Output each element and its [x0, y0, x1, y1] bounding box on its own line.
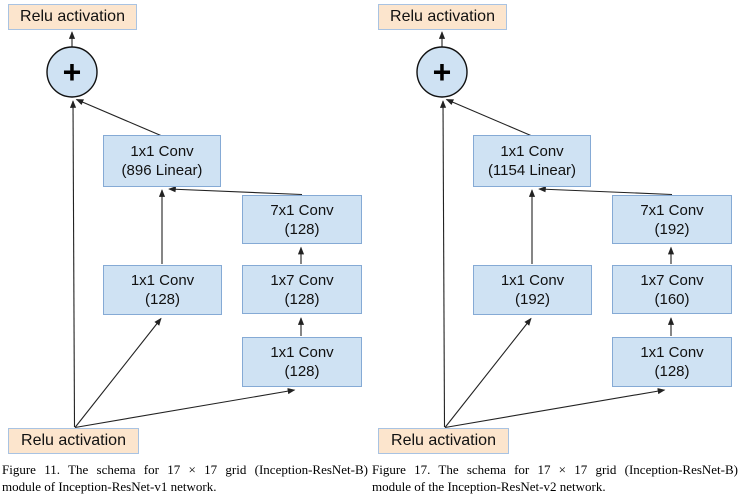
arrow-7x1-to-linear [168, 186, 303, 196]
relu-activation-input-label: Relu activation [21, 432, 126, 449]
conv-1x7-filters: (160) [654, 290, 690, 308]
conv-1x1-bottom-box: 1x1 Conv (128) [242, 337, 362, 387]
arrow-relu-to-conv-right [444, 388, 666, 429]
conv-1x7-box: 1x7 Conv (128) [242, 265, 362, 314]
conv-1x1-left-branch-box: 1x1 Conv (192) [473, 265, 592, 315]
arrow-residual-shortcut [69, 100, 77, 428]
conv-7x1-label: 7x1 Conv [270, 201, 334, 219]
conv-1x1-bottom-filters: (128) [284, 363, 320, 380]
conv-1x1-linear-label: 1x1 Conv [130, 143, 194, 160]
conv-1x7-box: 1x7 Conv (160) [612, 265, 732, 314]
arrow-relu-to-conv-right [74, 388, 296, 429]
arrow-linear-to-sum [445, 98, 533, 137]
diagram-inception-resnet-v2: Relu activation + 1x1 Conv (1154 Linear)… [370, 0, 740, 496]
arrow-relu-to-conv-left [444, 317, 532, 428]
conv-1x7-filters: (128) [284, 290, 320, 308]
figure-caption-line1: Figure 11. The schema for 17 × 17 grid (… [2, 462, 368, 477]
conv-1x1-linear-box: 1x1 Conv (1154 Linear) [473, 135, 591, 187]
sum-plus-symbol: + [62, 54, 82, 90]
conv-1x7-label: 1x7 Conv [640, 271, 704, 289]
arrow-relu-to-conv-left [74, 317, 162, 428]
conv-7x1-filters: (128) [284, 220, 320, 238]
figure-caption-line2: module of the Inception-ResNet-v2 networ… [372, 479, 606, 494]
conv-7x1-filters: (192) [654, 220, 690, 238]
relu-activation-output-label: Relu activation [20, 8, 125, 25]
figure-caption-line2: module of Inception-ResNet-v1 network. [2, 479, 217, 494]
arrow-linear-to-sum [75, 98, 163, 137]
diagram-inception-resnet-v1: Relu activation + 1x1 Conv (896 Linear) … [2, 4, 368, 495]
figure-caption: Figure 17. The schema for 17 × 17 grid (… [372, 461, 738, 495]
relu-activation-input-box: Relu activation [8, 428, 139, 454]
arrow-layer [416, 31, 675, 429]
conv-1x1-linear-label: 1x1 Conv [500, 143, 564, 160]
conv-1x1-bottom-filters: (128) [654, 363, 690, 380]
conv-1x1-left-label: 1x1 Conv [500, 272, 565, 289]
conv-1x1-left-filters: (192) [514, 291, 551, 308]
conv-1x1-bottom-box: 1x1 Conv (128) [612, 337, 732, 387]
conv-7x1-box: 7x1 Conv (192) [612, 195, 732, 244]
relu-activation-output-label: Relu activation [390, 8, 495, 25]
conv-1x1-left-branch-box: 1x1 Conv (128) [103, 265, 222, 315]
sum-circle [46, 46, 98, 98]
arrow-7x1-to-linear [538, 186, 673, 196]
conv-1x1-bottom-label: 1x1 Conv [270, 344, 334, 361]
figure-caption: Figure 11. The schema for 17 × 17 grid (… [2, 461, 368, 495]
figure-caption-line1: Figure 17. The schema for 17 × 17 grid (… [372, 462, 738, 477]
conv-1x7-label: 1x7 Conv [270, 271, 334, 289]
sum-circle [416, 46, 468, 98]
relu-activation-input-box: Relu activation [378, 428, 509, 454]
conv-1x1-left-label: 1x1 Conv [130, 272, 195, 289]
relu-activation-input-label: Relu activation [391, 432, 496, 449]
sum-plus-symbol: + [432, 54, 452, 90]
arrow-residual-shortcut [439, 100, 447, 428]
relu-activation-output-box: Relu activation [8, 4, 137, 30]
conv-1x1-linear-box: 1x1 Conv (896 Linear) [103, 135, 221, 187]
conv-1x1-linear-filters: (1154 Linear) [487, 162, 577, 179]
conv-1x1-linear-filters: (896 Linear) [121, 162, 203, 179]
conv-7x1-box: 7x1 Conv (128) [242, 195, 362, 244]
conv-1x1-left-filters: (128) [144, 291, 181, 308]
conv-1x1-bottom-label: 1x1 Conv [640, 344, 704, 361]
conv-7x1-label: 7x1 Conv [640, 201, 704, 219]
relu-activation-output-box: Relu activation [378, 4, 507, 30]
arrow-layer [46, 31, 305, 429]
